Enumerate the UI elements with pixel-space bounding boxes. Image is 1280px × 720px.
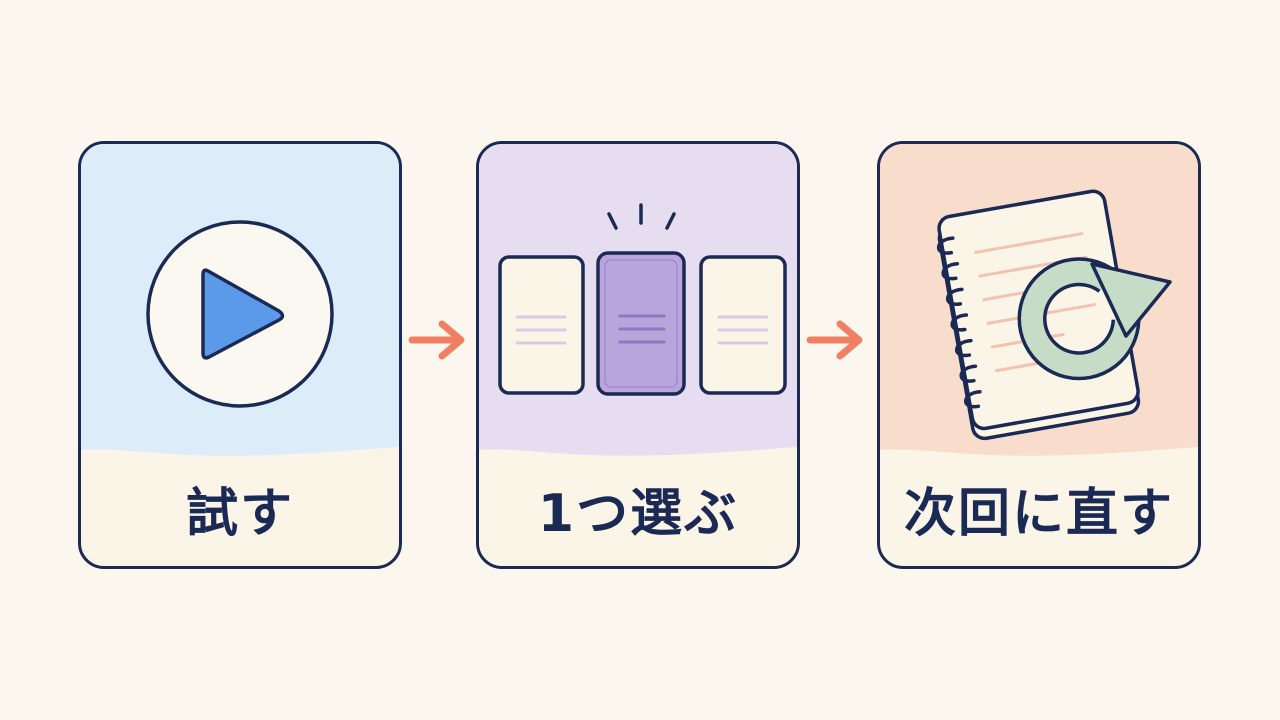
cards-select-icon bbox=[498, 203, 787, 396]
step-card-fix: 次回に直す bbox=[877, 141, 1201, 569]
play-icon bbox=[146, 220, 334, 408]
arrow-right-icon bbox=[806, 320, 863, 360]
step-card-try: 試す bbox=[78, 141, 402, 569]
step-illustration-choose bbox=[479, 144, 797, 456]
step-label-choose: 1つ選ぶ bbox=[537, 484, 739, 544]
step-illustration-try bbox=[81, 144, 399, 456]
arrow-right-icon bbox=[408, 320, 465, 360]
step-illustration-fix bbox=[880, 144, 1198, 456]
step-label-try: 試す bbox=[185, 484, 294, 544]
step-card-choose: 1つ選ぶ bbox=[476, 141, 800, 569]
refresh-icon bbox=[1017, 257, 1172, 381]
step-label-fix: 次回に直す bbox=[903, 484, 1174, 544]
notebook-refresh-icon bbox=[936, 189, 1172, 441]
